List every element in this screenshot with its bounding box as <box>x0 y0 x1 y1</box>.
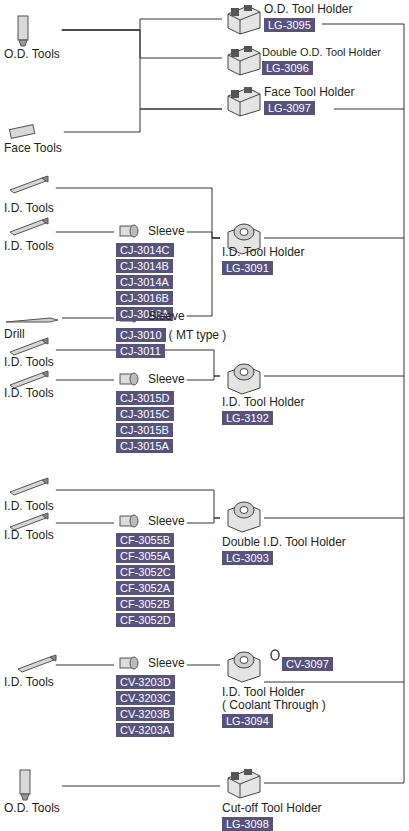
tool-item: I.D. Tools <box>4 371 54 400</box>
part-code: LG-3097 <box>264 101 315 115</box>
part-code: CJ-3014A <box>116 275 173 289</box>
tool-item: I.D. Tools <box>4 476 54 513</box>
holder-item: Double I.D. Tool HolderLG-3093 <box>222 500 346 565</box>
part-code: CV-3203D <box>116 675 175 689</box>
item-label: I.D. Tools <box>4 500 54 513</box>
holder-item: Double O.D. Tool HolderLG-3096 <box>224 46 381 75</box>
part-code: CV-3203C <box>116 691 175 705</box>
item-label: I.D. Tool Holder <box>222 246 304 259</box>
item-label: Double I.D. Tool Holder <box>222 536 346 549</box>
part-code: CV-3203B <box>116 707 174 721</box>
connector-line <box>187 665 220 666</box>
part-code: CJ-3010 <box>116 328 166 342</box>
part-code: LG-3098 <box>222 817 273 831</box>
item-label: ( Coolant Through ) <box>222 699 326 712</box>
item-label: I.D. Tools <box>4 202 54 215</box>
part-code: CF-3055B <box>116 533 174 547</box>
part-code: CV-3203A <box>116 723 174 737</box>
connector-line <box>56 188 220 238</box>
sleeve-item: SleeveCF-3055B CF-3055A CF-3052C CF-3052A CF… <box>116 513 185 627</box>
item-label: Drill <box>4 328 60 341</box>
connector-line <box>64 109 222 132</box>
holder-item: I.D. Tool HolderLG-3091 <box>222 222 304 275</box>
connector-line <box>62 30 222 109</box>
item-label: O.D. Tool Holder <box>264 3 352 16</box>
part-code: CV-3097 <box>282 657 333 671</box>
part-code: CF-3052B <box>116 597 174 611</box>
part-code: LG-3096 <box>262 61 313 75</box>
part-code: CV-3097 <box>282 657 333 671</box>
part-code: LG-3192 <box>222 411 273 425</box>
tool-item: O.D. Tools <box>4 14 60 61</box>
item-label: Double O.D. Tool Holder <box>262 46 381 59</box>
part-code: CJ-3015D <box>116 391 174 405</box>
part-code: LG-3095 <box>264 18 315 32</box>
part-code: LG-3093 <box>222 551 273 565</box>
part-code: CF-3052C <box>116 565 175 579</box>
holder-item: Face Tool HolderLG-3097 <box>224 86 355 115</box>
connector-line <box>187 238 220 316</box>
item-label: Cut-off Tool Holder <box>222 802 322 815</box>
item-label: I.D. Tool Holder <box>222 396 304 409</box>
item-label: O.D. Tools <box>4 802 60 815</box>
holder-item: I.D. Tool HolderLG-3192 <box>222 362 304 425</box>
item-label: Face Tool Holder <box>264 86 355 99</box>
tool-item: I.D. Tools <box>4 513 54 542</box>
part-code: LG-3094 <box>222 714 273 728</box>
holder-item: Cut-off Tool HolderLG-3098 <box>222 768 322 831</box>
tool-item: I.D. Tools <box>4 336 54 369</box>
connector-line <box>56 490 220 518</box>
connector-line <box>56 232 114 233</box>
sleeve-item: SleeveCJ-3015D CJ-3015C CJ-3015B CJ-3015A <box>116 371 185 453</box>
sleeve-label: Sleeve <box>116 655 185 671</box>
tool-item: Face Tools <box>4 122 62 155</box>
part-code: CJ-3015A <box>116 439 173 453</box>
item-label: I.D. Tools <box>4 529 54 542</box>
connector-line <box>187 232 220 238</box>
item-label: Face Tools <box>4 142 62 155</box>
connector-line <box>62 786 220 787</box>
connector-line <box>56 380 114 381</box>
item-label: I.D. Tools <box>4 356 54 369</box>
item-label: O.D. Tools <box>4 48 60 61</box>
tool-item: I.D. Tools <box>4 216 54 253</box>
sleeve-label: Sleeve <box>116 371 185 387</box>
part-code: CF-3052A <box>116 581 174 595</box>
part-code: LG-3091 <box>222 261 273 275</box>
connector-line <box>187 518 220 523</box>
part-code: CF-3052D <box>116 613 175 627</box>
sleeve-label: Sleeve <box>116 308 185 324</box>
connector-line <box>62 30 222 58</box>
connector-line <box>187 376 220 380</box>
part-code: CJ-3015C <box>116 407 174 421</box>
connector-line <box>56 665 114 666</box>
part-code: CJ-3014B <box>116 259 173 273</box>
part-code: CJ-3011 <box>116 344 165 358</box>
connector-line <box>62 19 222 30</box>
tool-item: Drill <box>4 314 60 341</box>
part-code: CF-3055A <box>116 549 174 563</box>
item-label: I.D. Tools <box>4 387 54 400</box>
item-label: I.D. Tools <box>4 240 54 253</box>
sleeve-label: Sleeve <box>116 223 185 239</box>
tool-item: O.D. Tools <box>4 768 60 815</box>
tool-item: I.D. Tools <box>4 174 54 215</box>
item-label: I.D. Tool Holder <box>222 686 326 699</box>
holder-item: O.D. Tool HolderLG-3095 <box>224 3 352 32</box>
part-code: CJ-3014C <box>116 243 174 257</box>
part-code: CJ-3016B <box>116 291 173 305</box>
connector-line <box>56 523 114 524</box>
part-code: CJ-3015B <box>116 423 173 437</box>
sleeve-label: Sleeve <box>116 513 185 529</box>
sleeve-item: SleeveCJ-3014CCJ-3014BCJ-3014ACJ-3016BCJ… <box>116 223 185 321</box>
sleeve-item: SleeveCV-3203D CV-3203C CV-3203B CV-3203A <box>116 655 185 737</box>
note-label: ( MT type ) <box>169 329 227 342</box>
tool-item: I.D. Tools <box>4 654 54 689</box>
item-label: I.D. Tools <box>4 676 54 689</box>
connector-line <box>62 318 114 319</box>
